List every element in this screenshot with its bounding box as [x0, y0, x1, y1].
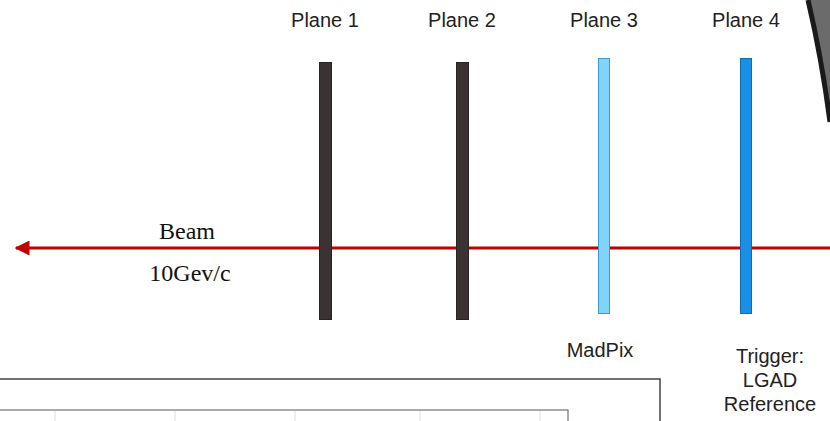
plane-title: Plane 3	[570, 8, 638, 32]
photo-corner	[808, 0, 830, 122]
plane-title: Plane 1	[291, 8, 359, 32]
beam-label: Beam	[159, 217, 215, 245]
beam-arrow	[16, 247, 830, 250]
beam-label-holder: 10Gev/c	[149, 259, 230, 287]
plot-area	[0, 410, 568, 421]
plane-title: Plane 2	[428, 8, 496, 32]
plane-bar	[598, 58, 610, 314]
plane-caption: Trigger: LGAD Reference	[720, 344, 820, 416]
photo-edge	[808, 0, 830, 122]
detector-plane: Plane 2	[402, 8, 522, 320]
plot-grid	[55, 411, 540, 421]
plane-bar	[456, 62, 469, 320]
plane-caption: MadPix	[540, 338, 660, 362]
detector-plane: Plane 3MadPix	[544, 8, 664, 362]
beam-label-holder: Beam	[159, 217, 215, 245]
detector-plane: Plane 4Trigger: LGAD Reference	[686, 8, 806, 416]
detector-plane: Plane 1	[265, 8, 385, 320]
beam-label: 10Gev/c	[149, 259, 230, 287]
plane-bar	[319, 62, 332, 320]
plot-frame	[0, 379, 660, 421]
plane-title: Plane 4	[712, 8, 780, 32]
plane-bar	[740, 58, 752, 314]
